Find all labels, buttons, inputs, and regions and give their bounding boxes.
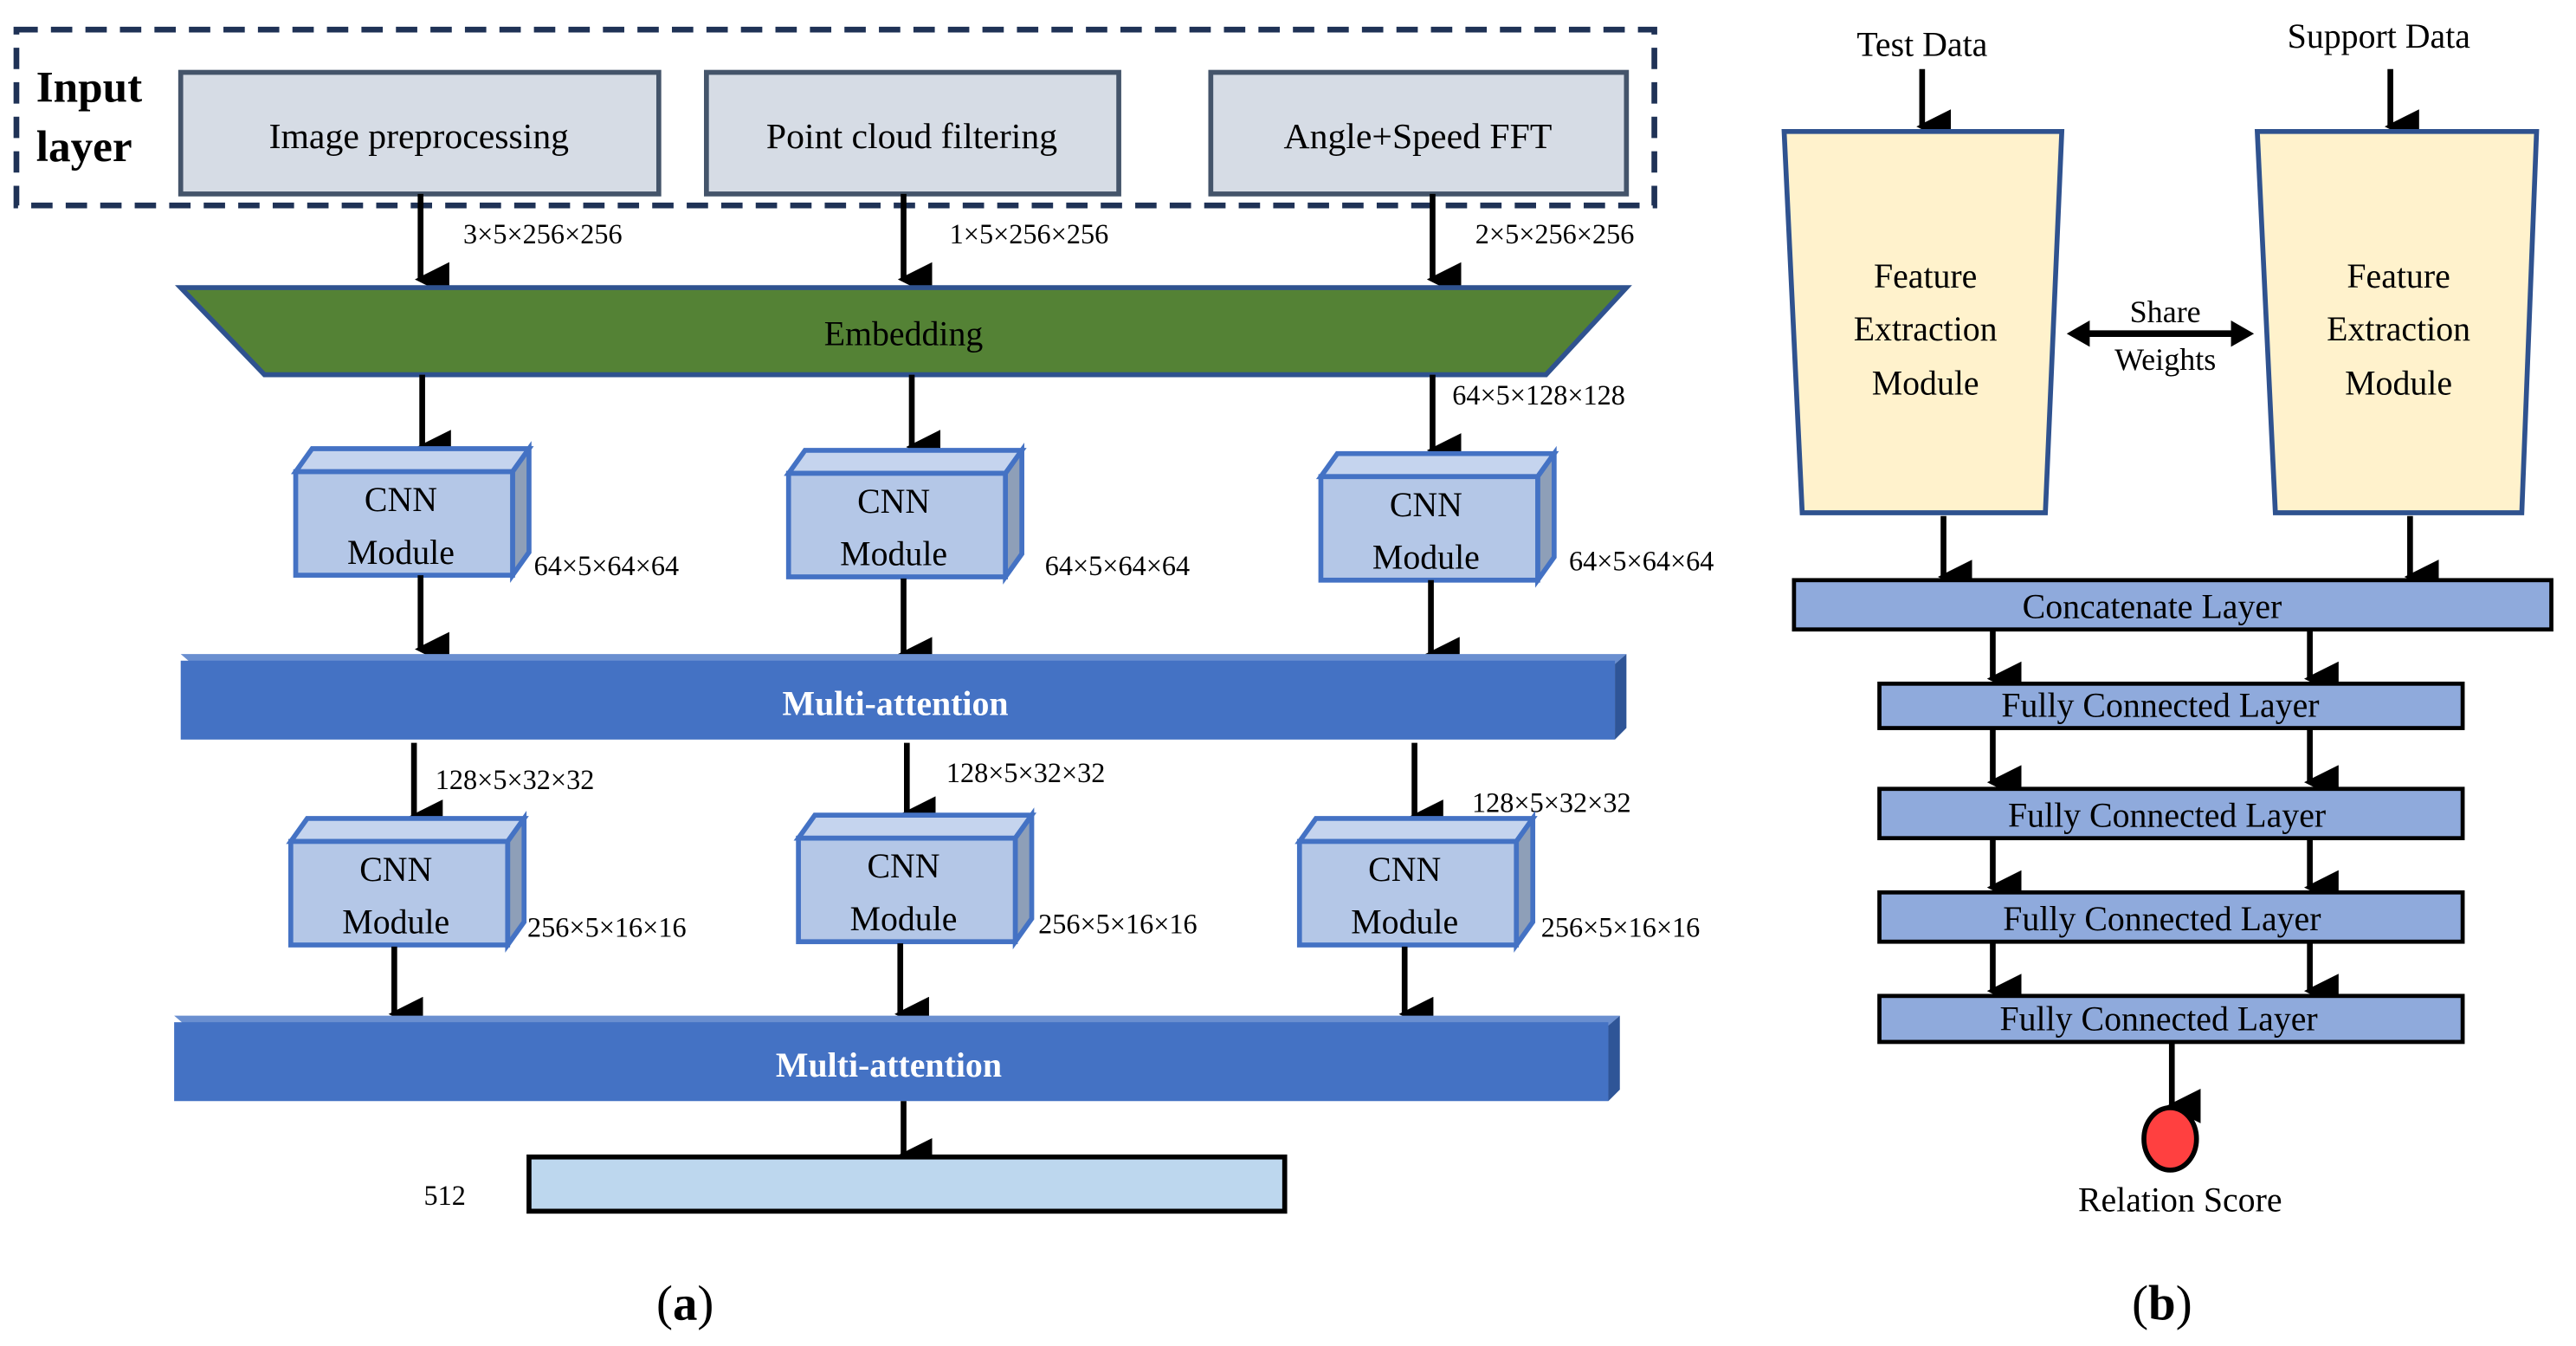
dim-label: 64×5×64×64 — [1569, 545, 1714, 576]
panel-b: Test Data Support Data Feature Extractio… — [1781, 16, 2553, 1331]
cnn-label: CNN — [359, 850, 432, 889]
cnn-module: CNN Module — [784, 443, 1027, 585]
dim-label: 128×5×32×32 — [1472, 786, 1631, 818]
fc-label: Fully Connected Layer — [1999, 1000, 2317, 1039]
fc-layer-2: Fully Connected Layer — [1877, 786, 2465, 841]
embedding-label: Embedding — [824, 314, 984, 353]
fc-label: Fully Connected Layer — [2008, 795, 2326, 834]
caption-a: (a) — [656, 1277, 713, 1331]
multi-attention-layer-2: Multi-attention — [174, 1015, 1620, 1102]
output-vector: 512 — [424, 1154, 1288, 1214]
dim-label: 64×5×128×128 — [1452, 379, 1625, 411]
dim-label: 256×5×16×16 — [1038, 909, 1198, 940]
cnn-label: Module — [840, 534, 947, 573]
caption-b: (b) — [2132, 1277, 2192, 1331]
cnn-label: Module — [1372, 538, 1480, 577]
cnn-label: Module — [850, 899, 958, 938]
cnn-label: Module — [1351, 903, 1458, 942]
cnn-label: CNN — [365, 480, 437, 519]
dim-label: 256×5×16×16 — [527, 912, 687, 943]
fc-layer-1: Fully Connected Layer — [1877, 681, 2465, 730]
input-box-label: Image preprocessing — [269, 117, 570, 157]
input-box-point-cloud-filtering: Point cloud filtering — [704, 69, 1121, 197]
input-box-angle-speed-fft: Angle+Speed FFT — [1208, 69, 1630, 197]
relation-score-label: Relation Score — [2078, 1180, 2282, 1219]
support-data-label: Support Data — [2288, 16, 2471, 55]
relation-score-node — [2141, 1104, 2199, 1173]
cnn-module: CNN Module — [290, 441, 534, 583]
cnn-label: CNN — [1368, 850, 1441, 889]
embedding-layer: Embedding — [175, 285, 1632, 378]
test-data-label: Test Data — [1856, 25, 1987, 64]
dim-label: 64×5×64×64 — [1045, 550, 1190, 581]
fc-layer-4: Fully Connected Layer — [1877, 993, 2465, 1045]
cnn-module: CNN Module — [286, 811, 529, 953]
concatenate-layer: Concatenate Layer — [1792, 578, 2553, 632]
concat-label: Concatenate Layer — [2023, 586, 2282, 625]
feature-label: Extraction — [1854, 309, 1998, 348]
panel-a: Input layer Image preprocessing Point cl… — [13, 26, 1714, 1331]
output-dim-label: 512 — [424, 1180, 466, 1211]
feature-label: Extraction — [2327, 309, 2470, 348]
dim-label: 64×5×64×64 — [534, 550, 679, 581]
feature-label: Module — [1872, 363, 1979, 402]
input-box-label: Point cloud filtering — [766, 117, 1057, 157]
feature-extraction-module-test: Feature Extraction Module — [1781, 128, 2065, 515]
dim-label: 3×5×256×256 — [463, 218, 623, 249]
share-weights-arrow: Share Weights — [2066, 294, 2255, 377]
cnn-label: CNN — [857, 482, 930, 521]
input-box-label: Angle+Speed FFT — [1283, 117, 1552, 157]
multi-attention-layer-1: Multi-attention — [180, 654, 1627, 740]
fc-label: Fully Connected Layer — [2001, 685, 2319, 724]
cnn-label: Module — [347, 533, 455, 572]
dim-label: 1×5×256×256 — [950, 218, 1109, 249]
feature-label: Module — [2345, 363, 2452, 402]
input-box-image-preprocessing: Image preprocessing — [178, 69, 662, 197]
dim-label: 256×5×16×16 — [1541, 912, 1701, 943]
feature-label: Feature — [1874, 256, 1977, 295]
cnn-module: CNN Module — [1315, 445, 1559, 588]
cnn-label: CNN — [1390, 485, 1462, 524]
input-layer-label-line2: layer — [36, 122, 132, 171]
cnn-label: Module — [342, 903, 449, 942]
input-layer-frame — [13, 26, 1657, 209]
dim-label: 128×5×32×32 — [946, 757, 1106, 788]
share-label: Share — [2130, 294, 2201, 329]
cnn-module: CNN Module — [793, 807, 1037, 950]
feature-label: Feature — [2347, 256, 2450, 295]
dim-label: 2×5×256×256 — [1475, 218, 1635, 249]
fc-label: Fully Connected Layer — [2003, 899, 2321, 938]
fc-layer-3: Fully Connected Layer — [1877, 890, 2465, 944]
cnn-module: CNN Module — [1294, 811, 1538, 953]
attention-label: Multi-attention — [776, 1045, 1002, 1084]
dim-label: 128×5×32×32 — [436, 764, 595, 795]
feature-extraction-module-support: Feature Extraction Module — [2254, 128, 2540, 515]
share-label: Weights — [2114, 342, 2216, 377]
cnn-label: CNN — [867, 846, 939, 885]
input-layer-label-line1: Input — [36, 63, 142, 113]
attention-label: Multi-attention — [783, 683, 1009, 722]
